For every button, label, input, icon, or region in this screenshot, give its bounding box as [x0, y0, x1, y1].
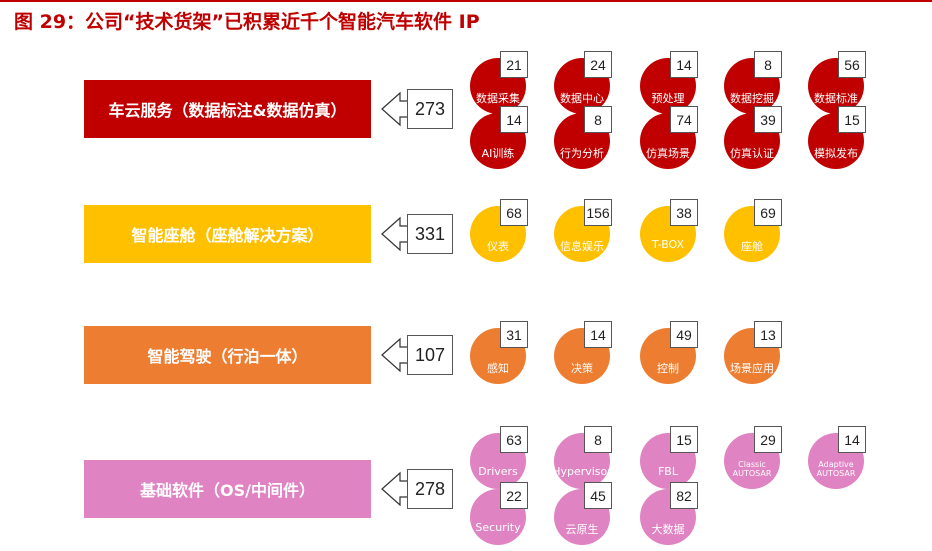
ip-bubble: 8 数据挖掘: [724, 51, 782, 114]
ip-count: 31: [500, 321, 528, 348]
ip-count: 8: [754, 51, 782, 78]
ip-label: 数据挖掘: [730, 92, 774, 105]
ip-bubble: 14 预处理: [640, 51, 698, 114]
ip-bubble: 49 控制: [640, 321, 698, 384]
ip-bubble: 13 场景应用: [724, 321, 782, 384]
ip-label: 数据中心: [560, 92, 604, 105]
ip-label: 模拟发布: [814, 147, 858, 160]
ip-count: 8: [584, 106, 612, 133]
ip-bubble: 45 云原生: [554, 482, 612, 545]
ip-bubble: 82 大数据: [640, 482, 698, 545]
ip-label: 场景应用: [730, 362, 774, 375]
ip-label: 仿真认证: [730, 147, 774, 160]
ip-bubble: 39 仿真认证: [724, 106, 782, 169]
ip-label: Security: [475, 521, 521, 534]
ip-label: 预处理: [651, 92, 685, 105]
ip-bubble: 24 数据中心: [554, 51, 612, 114]
ip-count: 49: [670, 321, 698, 348]
ip-count: 15: [670, 426, 698, 453]
ip-label: T-BOX: [651, 238, 685, 251]
ip-label: Drivers: [478, 465, 518, 478]
ip-count: 13: [754, 321, 782, 348]
ip-bubble: 69 座舱: [724, 199, 782, 262]
category-box: 智能驾驶（行泊一体）: [84, 326, 371, 384]
category-count: 278: [407, 469, 453, 509]
ip-count: 38: [670, 199, 698, 226]
ip-count: 14: [500, 106, 528, 133]
category-count: 331: [407, 214, 453, 254]
ip-label: 控制: [657, 362, 679, 375]
ip-count: 69: [754, 199, 782, 226]
ip-bubble: 14 决策: [554, 321, 612, 384]
ip-count: 24: [584, 51, 612, 78]
ip-label: 数据采集: [476, 92, 520, 105]
ip-count: 14: [584, 321, 612, 348]
title-rule: [0, 0, 932, 2]
ip-label: 仪表: [487, 240, 509, 253]
ip-count: 74: [670, 106, 698, 133]
category-count: 107: [407, 335, 453, 375]
ip-bubble: 31 感知: [470, 321, 528, 384]
ip-count: 14: [670, 51, 698, 78]
ip-label: FBL: [657, 465, 678, 478]
category-count: 273: [407, 89, 453, 129]
ip-label: 大数据: [651, 523, 685, 536]
category-box: 车云服务（数据标注&数据仿真）: [84, 80, 371, 138]
ip-bubble: 15 模拟发布: [808, 106, 866, 169]
ip-count: 29: [754, 426, 782, 453]
ip-label: 信息娱乐: [560, 240, 604, 253]
ip-bubble: 156 信息娱乐: [554, 199, 612, 262]
ip-count: 21: [500, 51, 528, 78]
ip-label: AI训练: [481, 147, 515, 160]
ip-label: Hypervisor: [552, 465, 612, 478]
ip-count: 22: [500, 482, 528, 509]
ip-count: 8: [584, 426, 612, 453]
ip-count: 45: [584, 482, 612, 509]
ip-count: 56: [838, 51, 866, 78]
ip-count: 14: [838, 426, 866, 453]
ip-bubble: 68 仪表: [470, 199, 528, 262]
ip-label: 行为分析: [560, 147, 604, 160]
ip-label: 数据标准: [814, 92, 858, 105]
ip-bubble: 21 数据采集: [470, 51, 528, 114]
ip-label: 云原生: [565, 523, 599, 536]
ip-count: 68: [500, 199, 528, 226]
ip-label: 座舱: [741, 240, 763, 253]
ip-count: 156: [584, 199, 612, 226]
ip-count: 82: [670, 482, 698, 509]
ip-label: 仿真场景: [646, 147, 690, 160]
ip-count: 39: [754, 106, 782, 133]
ip-label: 决策: [571, 362, 593, 375]
ip-count: 15: [838, 106, 866, 133]
ip-label: 感知: [487, 362, 509, 375]
figure-title: 图 29：公司“技术货架”已积累近千个智能汽车软件 IP: [14, 11, 480, 33]
category-box: 智能座舱（座舱解决方案）: [84, 205, 371, 263]
ip-count: 63: [500, 426, 528, 453]
category-box: 基础软件（OS/中间件）: [84, 460, 371, 518]
ip-bubble: 56 数据标准: [808, 51, 866, 114]
ip-bubble: 74 仿真场景: [640, 106, 698, 169]
ip-bubble: 8 行为分析: [554, 106, 612, 169]
